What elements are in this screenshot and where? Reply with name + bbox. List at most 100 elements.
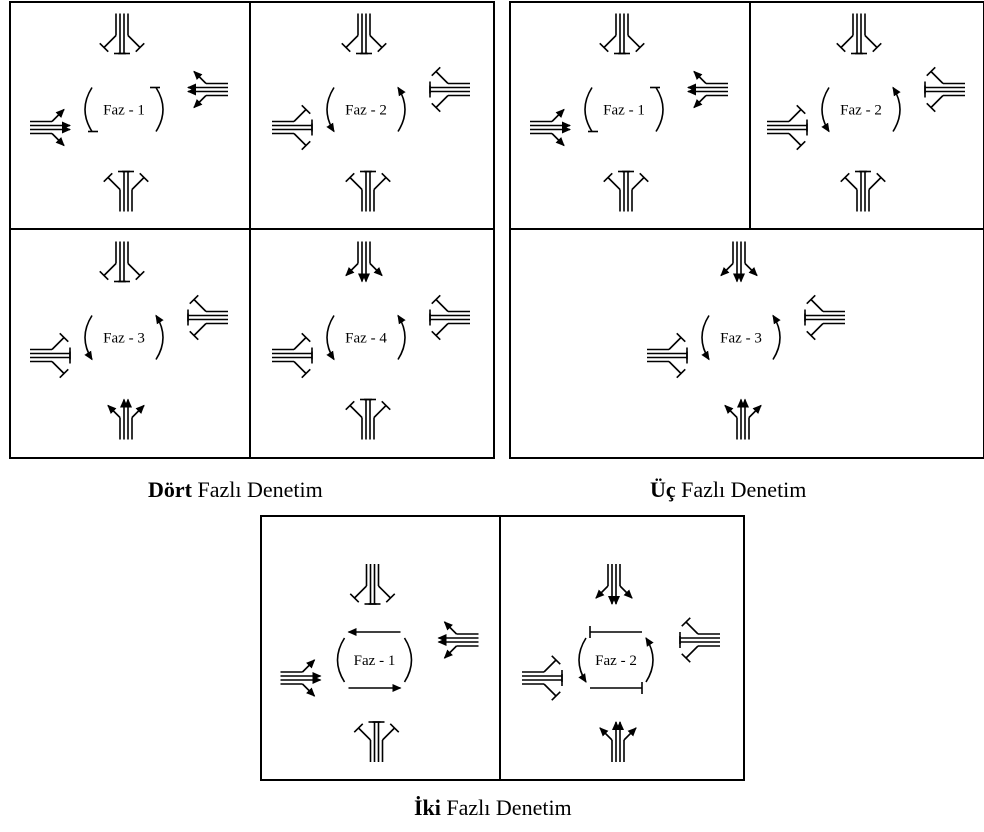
approach-westbound	[679, 617, 720, 663]
movement-stop	[788, 108, 802, 123]
caption-three-phase: Üç Fazlı Denetim	[650, 477, 806, 503]
phase-label: Faz - 1	[354, 653, 396, 669]
approach-southbound	[720, 241, 758, 283]
movement-stop	[349, 404, 363, 419]
movement-stop	[345, 34, 359, 49]
stop-bar	[301, 104, 311, 115]
caption-three-phase-bold: Üç	[650, 477, 676, 502]
stop-bar	[385, 593, 396, 603]
stop-bar	[431, 294, 441, 305]
stop-bar	[381, 172, 391, 183]
movement-stop	[603, 34, 617, 49]
ring-arc-left	[84, 87, 93, 132]
movement-stop	[293, 108, 307, 123]
stop-bar	[301, 368, 311, 379]
movement-stop	[788, 132, 802, 147]
movement-stop	[293, 360, 307, 375]
movement-arrow	[301, 659, 316, 673]
movement-stop	[127, 34, 141, 49]
approach-westbound	[187, 294, 228, 341]
movement-arrow	[599, 727, 613, 741]
ring-arc-left	[584, 87, 593, 132]
movement-stop	[51, 360, 65, 375]
movement-stop	[868, 176, 882, 191]
approach-eastbound	[30, 108, 71, 147]
approach-westbound	[187, 70, 228, 109]
approach-eastbound	[530, 108, 571, 147]
movement-stop	[840, 34, 854, 49]
stop-bar	[926, 102, 936, 113]
ring-arc-left	[821, 87, 830, 133]
stop-bar	[99, 270, 109, 281]
movement-stop	[373, 404, 387, 419]
stop-bar	[431, 102, 441, 113]
approach-northbound	[599, 721, 637, 762]
stop-bar	[431, 330, 441, 341]
stop-bar	[872, 42, 882, 53]
movement-stop	[668, 336, 682, 351]
phase-ring: Faz - 3	[84, 314, 164, 361]
movement-stop	[193, 298, 207, 313]
stop-bar	[135, 42, 145, 53]
phase-label: Faz - 1	[103, 103, 145, 119]
movement-stop	[631, 176, 645, 191]
approach-westbound	[429, 294, 470, 341]
movement-stop	[810, 322, 824, 337]
frame-two-phase	[260, 515, 745, 781]
approach-eastbound	[647, 332, 688, 379]
phase-ring: Faz - 3	[701, 314, 781, 361]
approach-eastbound	[522, 655, 563, 701]
ring-arc-right	[645, 637, 654, 683]
approach-southbound	[595, 564, 633, 605]
ring-arc-left	[336, 637, 346, 683]
stop-bar	[189, 330, 199, 341]
movement-arrow	[131, 404, 145, 419]
movement-arrow	[369, 262, 383, 277]
stop-bar	[681, 617, 691, 627]
approach-eastbound	[280, 659, 322, 697]
movement-stop	[131, 176, 145, 191]
ring-arc-right	[772, 314, 781, 360]
caption-four-phase: Dört Fazlı Denetim	[148, 477, 323, 503]
movement-arrow	[51, 108, 65, 123]
stop-bar	[103, 172, 113, 183]
movement-stop	[685, 645, 699, 659]
stop-bar	[635, 42, 645, 53]
movement-arrow	[693, 70, 707, 85]
phase-ring: Faz - 2	[326, 86, 406, 133]
approach-southbound	[599, 13, 645, 55]
approach-southbound	[836, 13, 882, 55]
stop-bar	[599, 42, 609, 53]
movement-arrow	[345, 262, 359, 277]
stop-bar	[806, 330, 816, 341]
approach-southbound	[99, 13, 145, 55]
approach-northbound	[107, 398, 145, 440]
phase-label: Faz - 4	[345, 331, 387, 347]
movement-arrow	[443, 621, 458, 635]
movement-arrow	[107, 404, 121, 419]
stop-bar	[345, 172, 355, 183]
ring-arc-right	[892, 86, 901, 132]
movement-arrow	[51, 132, 65, 147]
movement-arrow	[748, 404, 762, 419]
approach-southbound	[341, 13, 387, 55]
approach-southbound	[345, 241, 383, 283]
movement-stop	[543, 659, 557, 673]
ring-arc-right	[397, 86, 406, 132]
movement-arrow	[744, 262, 758, 277]
approach-northbound	[103, 170, 149, 212]
ring-arc-right	[403, 637, 413, 683]
caption-two-phase-bold: İki	[414, 795, 441, 820]
movement-arrow	[551, 132, 565, 147]
movement-arrow	[595, 585, 609, 599]
movement-stop	[685, 621, 699, 635]
movement-stop	[930, 94, 944, 109]
movement-arrow	[623, 727, 637, 741]
stop-bar	[353, 723, 364, 733]
stop-bar	[381, 400, 391, 411]
ring-arc-right	[655, 87, 664, 132]
stop-bar	[389, 723, 400, 733]
approach-westbound	[437, 621, 479, 659]
